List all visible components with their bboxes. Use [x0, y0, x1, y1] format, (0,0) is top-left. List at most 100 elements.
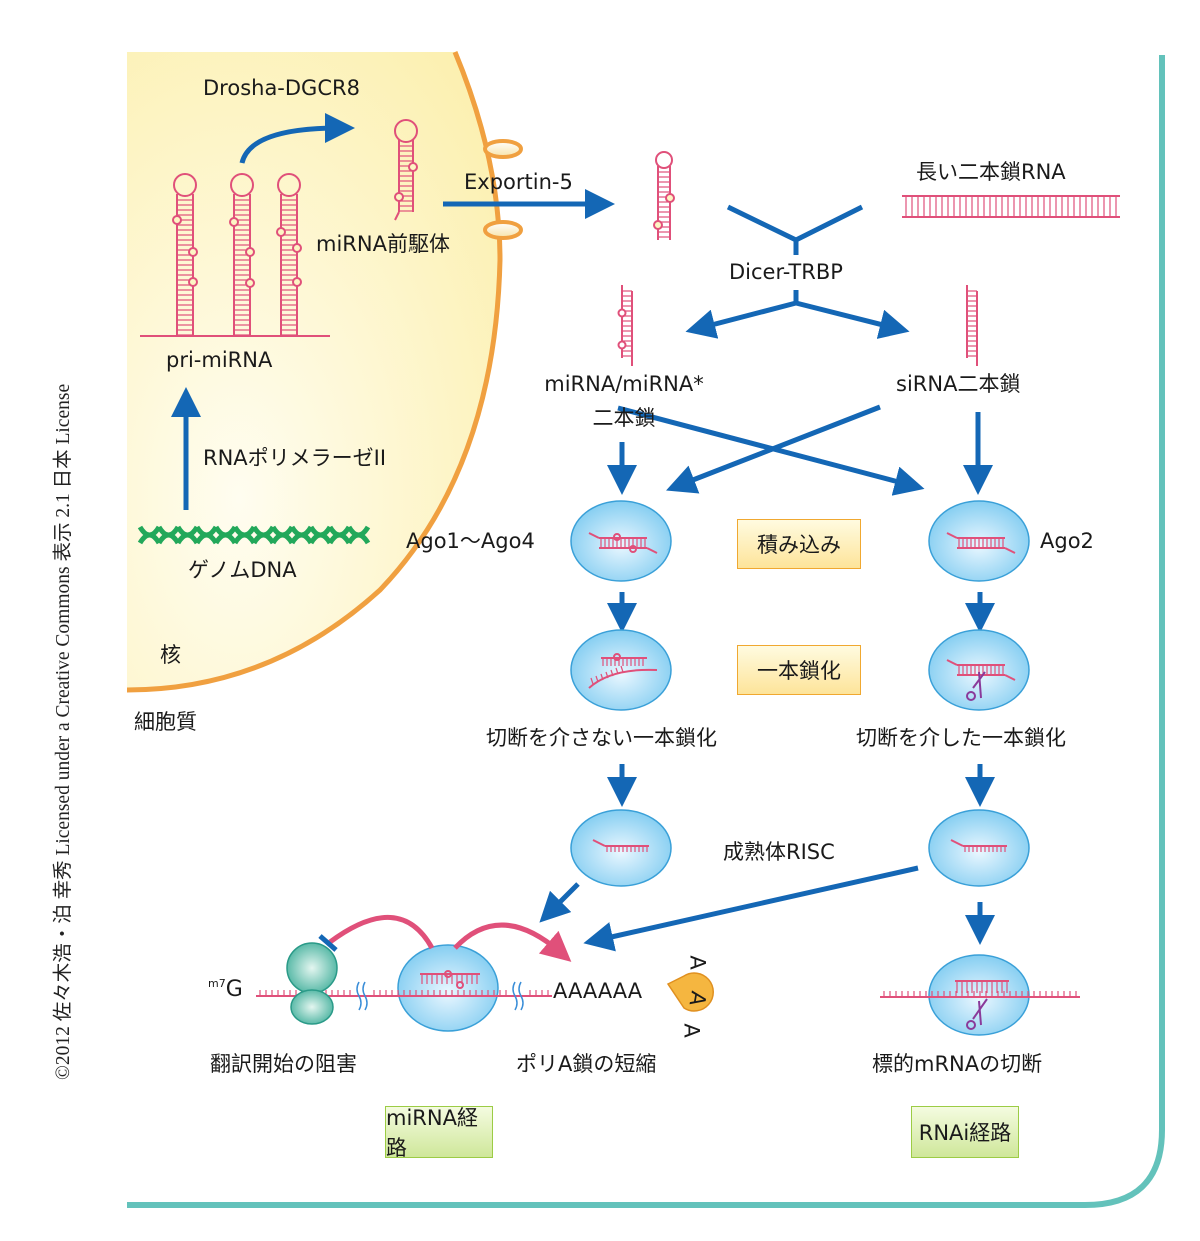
scissors-handle	[966, 691, 976, 701]
ago-right-loading	[928, 500, 1030, 582]
sirna-duplex-label: siRNA二本鎖	[896, 372, 1021, 396]
deadenylase-icon	[666, 972, 714, 1012]
dicer-label: Dicer-TRBP	[729, 260, 843, 284]
bound-rna	[946, 532, 1016, 554]
rnai-pathway-label: RNAi経路	[918, 1121, 1012, 1145]
pri-mirna-label: pri-miRNA	[166, 348, 273, 372]
bound-rna	[420, 970, 480, 989]
target-mrna-right	[880, 991, 1080, 998]
bulge	[276, 227, 286, 237]
scissors-icon	[966, 671, 986, 701]
hairpin-loop	[394, 119, 418, 143]
mirna-precursor-hairpin	[394, 119, 418, 221]
deadenylation-arrow	[453, 922, 572, 962]
mrna-break-break-left	[362, 981, 368, 1011]
ago-protein	[570, 629, 672, 711]
translation-block-label: 翻訳開始の阻害	[210, 1052, 357, 1076]
inhibition-bar	[318, 934, 338, 952]
dna-strand	[213, 532, 238, 545]
ago-right-unwinding	[928, 629, 1030, 711]
base-stub	[620, 665, 624, 673]
bulge	[456, 981, 464, 989]
exportin-label: Exportin-5	[464, 170, 573, 194]
bulge	[172, 215, 182, 225]
dna-strand	[156, 532, 181, 545]
bulge	[617, 308, 627, 318]
bound-rna	[588, 653, 658, 689]
arrow-mirna-to-ago2	[617, 405, 925, 496]
bulge	[245, 247, 255, 257]
hairpin-loop	[173, 173, 197, 197]
mirna-duplex-icon	[617, 285, 633, 366]
bulge	[408, 162, 418, 172]
ago-right-mature	[928, 809, 1030, 887]
ago-target-bound	[397, 944, 499, 1032]
mrna-break-break-left	[356, 981, 362, 1011]
bulge	[629, 545, 637, 553]
arrow-dicer-left	[685, 300, 797, 339]
bulge	[613, 533, 621, 541]
sirna-duplex-icon	[966, 285, 978, 366]
base-stub	[605, 671, 609, 679]
hairpin-loop	[655, 151, 673, 169]
genome-dna-label: ゲノムDNA	[188, 558, 297, 582]
arrow-sirna-to-ago1-4	[666, 404, 881, 494]
overhang	[1004, 547, 1016, 554]
bound-rna	[946, 659, 1016, 701]
mature-risc-label: 成熟体RISC	[723, 840, 835, 864]
ribosome-icon	[286, 942, 338, 1025]
overhang	[646, 547, 658, 554]
ago-left-mature	[570, 809, 672, 887]
hairpin-loop	[277, 173, 301, 197]
cytoplasm-label: 細胞質	[134, 710, 197, 734]
mirna-pathway-label: miRNA経路	[386, 1106, 478, 1160]
overhang	[946, 659, 958, 666]
long-dsrna-label: 長い二本鎖RNA	[916, 160, 1066, 184]
ago-protein	[928, 954, 1030, 1036]
genome-dna-helix	[137, 525, 371, 545]
overhang	[1004, 674, 1016, 681]
dna-strand	[251, 532, 276, 545]
ago-complexes	[397, 500, 1030, 1036]
ago-protein	[570, 809, 672, 887]
ago2-label: Ago2	[1040, 529, 1094, 553]
ago-target-cleavage	[928, 954, 1030, 1036]
base-stub	[610, 669, 614, 677]
pri-mirna-hairpins	[140, 173, 330, 337]
dicer-shape-top	[726, 204, 864, 243]
mirna-duplex-label-2: 二本鎖	[592, 406, 656, 430]
scissors-icon	[966, 998, 988, 1030]
dna-strand	[346, 532, 371, 545]
mirna-duplex-label: miRNA/miRNA*	[544, 372, 704, 396]
overhang	[946, 532, 958, 539]
bulge	[653, 220, 663, 230]
bulge	[665, 193, 675, 203]
cap-base: G	[225, 977, 243, 1002]
scissors-handle	[966, 1020, 976, 1030]
ago-protein	[928, 809, 1030, 887]
arrow-drosha-processing	[239, 113, 355, 164]
bulge	[444, 970, 452, 978]
target-cleavage-label: 標的mRNAの切断	[872, 1052, 1043, 1076]
ago-left-unwinding	[570, 629, 672, 711]
poly-a-tail: AAAAAA	[553, 979, 643, 1003]
arrow-right-mature-polya	[583, 865, 919, 952]
rnai-pathway-box: RNAi経路	[911, 1106, 1019, 1158]
nucleus-label: 核	[160, 643, 181, 667]
dna-strand	[175, 532, 200, 545]
copyright-credit: ©2012 佐々木浩・泊 幸秀 Licensed under a Creativ…	[53, 383, 74, 1080]
bulge	[617, 340, 627, 350]
cap-label: m7G	[208, 978, 243, 1001]
overhang	[592, 839, 606, 847]
bulge	[613, 653, 621, 661]
mrna-break-break-right	[518, 981, 524, 1011]
polymerase-label: RNAポリメラーゼII	[203, 446, 387, 470]
bound-rna	[588, 532, 658, 554]
frame-border	[127, 55, 1165, 1208]
released-a-1: A	[685, 955, 710, 970]
dna-strand	[232, 532, 257, 545]
base-stub	[615, 667, 619, 675]
bulge	[188, 277, 198, 287]
